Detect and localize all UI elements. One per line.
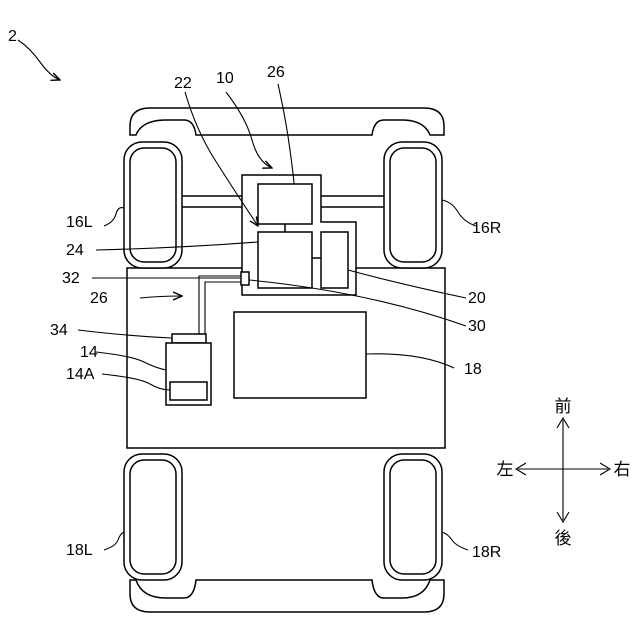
label-20: 20: [468, 290, 486, 307]
unit-18: [234, 312, 366, 398]
direction-left: 左: [497, 460, 514, 480]
label-16R: 16R: [472, 220, 501, 237]
wheel-18R: [384, 454, 442, 580]
label-34: 34: [50, 322, 68, 339]
label-32: 32: [62, 270, 80, 287]
label-10: 10: [216, 70, 234, 87]
label-18R: 18R: [472, 544, 501, 561]
inverter-24: [258, 232, 312, 288]
wheel-16R: [384, 142, 442, 268]
direction-right: 右: [614, 460, 631, 480]
battery-14A: [170, 382, 207, 400]
motor-26: [258, 184, 312, 224]
label-26-top: 26: [267, 64, 285, 81]
connector-30: [241, 272, 249, 285]
label-24: 24: [66, 242, 84, 259]
label-26-mid: 26: [90, 290, 108, 307]
direction-indicator: 前 後 左 右: [497, 397, 631, 549]
wheel-18L: [124, 454, 182, 580]
label-18: 18: [464, 361, 482, 378]
label-fig-2: 2: [8, 28, 17, 45]
direction-front: 前: [555, 397, 572, 417]
rear-wheel-arch: [130, 580, 444, 612]
direction-rear: 後: [555, 529, 572, 549]
label-22: 22: [174, 75, 192, 92]
label-14A: 14A: [66, 366, 95, 383]
label-16L: 16L: [66, 214, 93, 231]
label-14: 14: [80, 344, 98, 361]
label-18L: 18L: [66, 542, 93, 559]
connector-34: [172, 334, 206, 343]
unit-20: [321, 232, 348, 288]
label-30: 30: [468, 318, 486, 335]
